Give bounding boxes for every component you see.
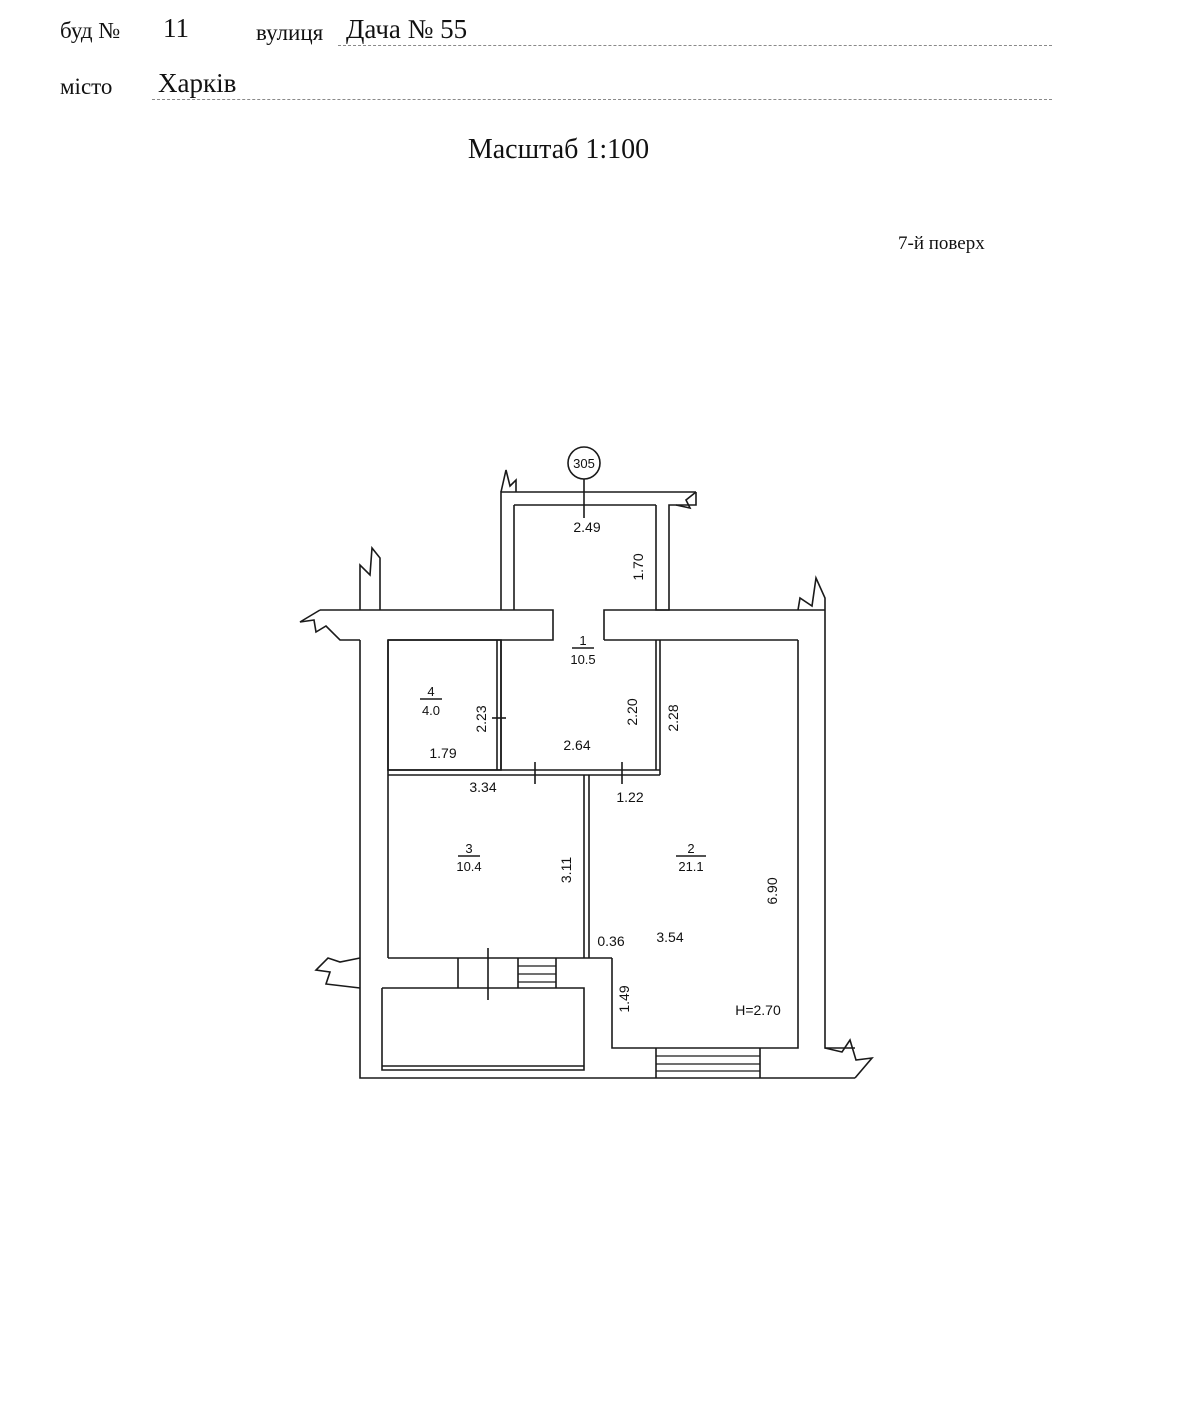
break-mark-bottom-right (824, 1038, 874, 1079)
street-value: Дача № 55 (346, 14, 468, 44)
vestibule-wall-left (500, 491, 514, 610)
room-3-area: 10.4 (456, 859, 481, 874)
city-underline (152, 99, 1052, 100)
room-1-area: 10.5 (570, 652, 595, 667)
dim-1-22: 1.22 (616, 789, 643, 805)
dim-1-70: 1.70 (630, 553, 646, 580)
vestibule-wall-right (655, 492, 697, 611)
dim-2-28: 2.28 (665, 704, 681, 731)
dim-2-20: 2.20 (624, 698, 640, 725)
ceiling-height: H=2.70 (735, 1002, 781, 1018)
outer-wall-right (824, 610, 855, 1049)
room-4-number: 4 (427, 684, 434, 699)
room-4-area: 4.0 (422, 703, 440, 718)
window-hatching (518, 965, 760, 1072)
city-label: місто (60, 74, 113, 99)
dim-1-79: 1.79 (429, 745, 456, 761)
dim-2-49: 2.49 (573, 519, 600, 535)
room-1-number: 1 (579, 633, 586, 648)
building-number-label: буд № (60, 18, 121, 43)
outer-wall-right-inner (611, 640, 799, 1049)
room-2-area: 21.1 (678, 859, 703, 874)
balcony-outline (381, 987, 585, 1071)
outer-wall-left (359, 640, 855, 1079)
break-mark-top-right (797, 575, 826, 611)
break-mark-top-left (359, 545, 381, 610)
dim-2-64: 2.64 (563, 737, 590, 753)
dim-1-49: 1.49 (616, 985, 632, 1012)
dim-0-36: 0.36 (597, 933, 624, 949)
dim-6-90: 6.90 (764, 877, 780, 904)
top-wall-left (320, 609, 554, 641)
building-number-value: 11 (163, 13, 189, 43)
break-mark-vestibule-right (675, 491, 697, 510)
dim-3-11: 3.11 (558, 857, 574, 883)
floor-label: 7-й поверх (898, 233, 985, 254)
room-3-number: 3 (465, 841, 472, 856)
break-mark-bottom-left (314, 957, 361, 989)
dim-3-54: 3.54 (656, 929, 683, 945)
break-mark-left (299, 609, 360, 641)
room-2-number: 2 (687, 841, 694, 856)
dim-3-34: 3.34 (469, 779, 496, 795)
axis-label: 305 (573, 456, 595, 471)
street-label: вулиця (256, 20, 324, 45)
break-mark-vestibule (500, 469, 517, 493)
city-value: Харків (158, 68, 237, 98)
scale-caption: Масштаб 1:100 (467, 134, 650, 165)
dim-2-23: 2.23 (473, 705, 489, 732)
street-underline (338, 45, 1052, 46)
top-wall-right (603, 609, 825, 640)
